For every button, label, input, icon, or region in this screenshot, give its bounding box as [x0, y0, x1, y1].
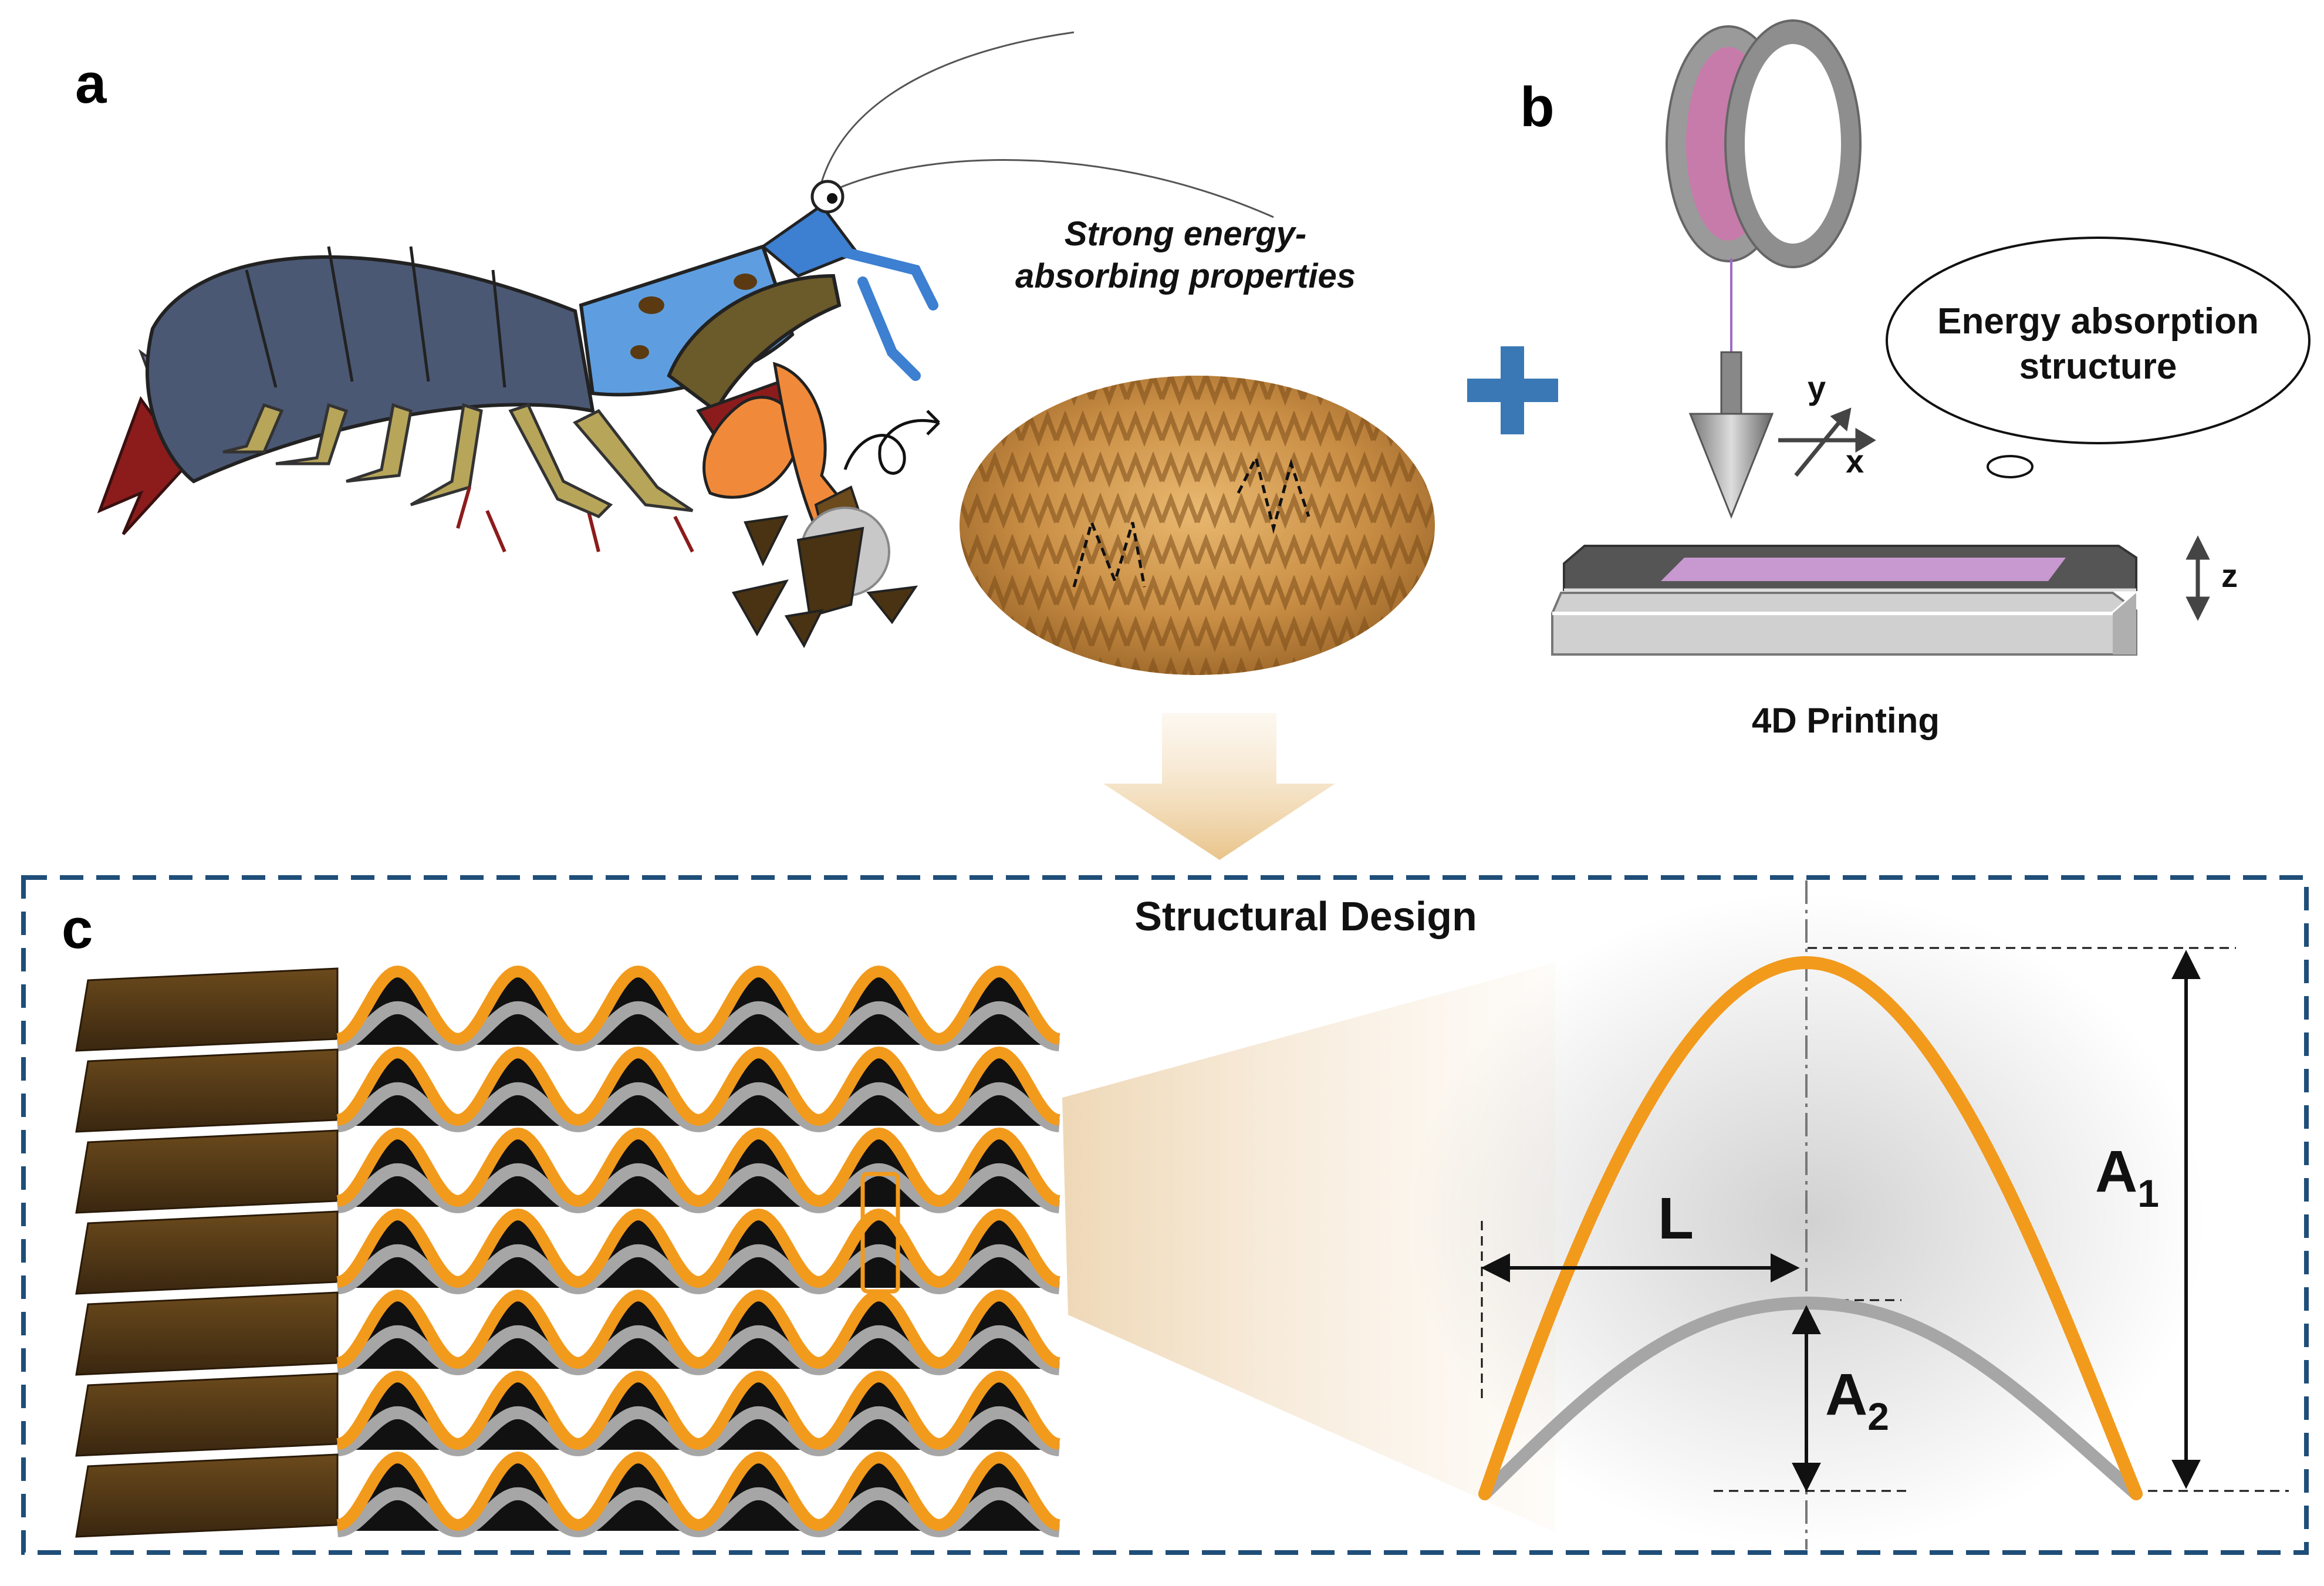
- label-A1: A1: [2095, 1139, 2159, 1215]
- stack-layer-orange-wave: [335, 1209, 1062, 1288]
- label-A2: A2: [1825, 1362, 1889, 1438]
- gray-wave: [1478, 1296, 2143, 1500]
- panel-a: a: [75, 31, 1435, 675]
- stack-layer-core: [337, 1295, 1059, 1369]
- stack-layer-orange-wave: [335, 1047, 1062, 1126]
- caption-4d-printing: 4D Printing: [1752, 701, 1940, 740]
- dimension-arrow-a1: [2171, 950, 2201, 1489]
- dimension-arrow-l: [1481, 1253, 1800, 1283]
- zoom-beam: [1062, 963, 1555, 1532]
- panel-letter-b: b: [1520, 76, 1555, 139]
- stack-layer-core: [337, 1052, 1059, 1126]
- panel-c-title: Structural Design: [1134, 893, 1477, 939]
- sinusoidal-stack-illustration: [75, 966, 1062, 1538]
- panel-c: c Structural Design: [21, 875, 2309, 1555]
- filament-spool-icon: [1666, 19, 1862, 358]
- label-L: L: [1658, 1186, 1694, 1251]
- mantis-shrimp-illustration: [97, 31, 1274, 649]
- panel-b: b y x: [1467, 19, 2311, 740]
- wave-schematic: [1408, 880, 2289, 1550]
- down-arrow: [1103, 713, 1335, 860]
- woven-texture-oval: [960, 376, 1435, 675]
- thought-bubble: [1886, 237, 2311, 478]
- stack-layer-core: [337, 1457, 1059, 1531]
- stack-layer-orange-wave: [335, 1371, 1062, 1450]
- stack-layer-orange-wave: [335, 1452, 1062, 1531]
- stack-layer-side: [75, 1048, 339, 1133]
- panel-letter-c: c: [62, 897, 93, 960]
- stack-layer-orange-wave: [335, 1128, 1062, 1207]
- stack-layer-side: [75, 1129, 339, 1214]
- panel-c-frame: [21, 875, 2309, 1555]
- xy-axes-icon: [1778, 407, 1876, 477]
- stack-layer-side: [75, 1453, 339, 1538]
- stack-layer-core: [337, 1133, 1059, 1207]
- stack-layer-core: [337, 1376, 1059, 1450]
- build-plate-icon: [1551, 545, 2137, 656]
- stack-layer-side: [75, 1372, 339, 1457]
- callout-line-1: Strong energy-: [1065, 215, 1307, 253]
- thought-bubble-line-2: structure: [2019, 346, 2177, 387]
- axis-label-x: x: [1846, 443, 1864, 480]
- stack-layer-side: [75, 1210, 339, 1295]
- stack-layer-core: [337, 971, 1059, 1045]
- zoom-highlight-box: [860, 1172, 900, 1294]
- callout-line-2: absorbing properties: [1015, 257, 1356, 295]
- stack-layer-orange-wave: [335, 966, 1062, 1045]
- panel-letter-a: a: [75, 52, 107, 115]
- stack-layer-orange-wave: [335, 1290, 1062, 1369]
- stack-layer-core: [337, 1214, 1059, 1288]
- orange-wave: [1478, 956, 2143, 1500]
- axis-label-y: y: [1808, 369, 1826, 406]
- stack-layer-side: [75, 967, 339, 1052]
- print-nozzle-icon: [1688, 351, 1774, 519]
- stack-layer-side: [75, 1291, 339, 1376]
- plus-icon: [1467, 346, 1558, 434]
- dimension-arrow-a2: [1792, 1305, 1821, 1492]
- axis-label-z: z: [2221, 557, 2238, 594]
- thought-bubble-line-1: Energy absorption: [1937, 301, 2259, 342]
- z-axis-icon: [2185, 535, 2210, 621]
